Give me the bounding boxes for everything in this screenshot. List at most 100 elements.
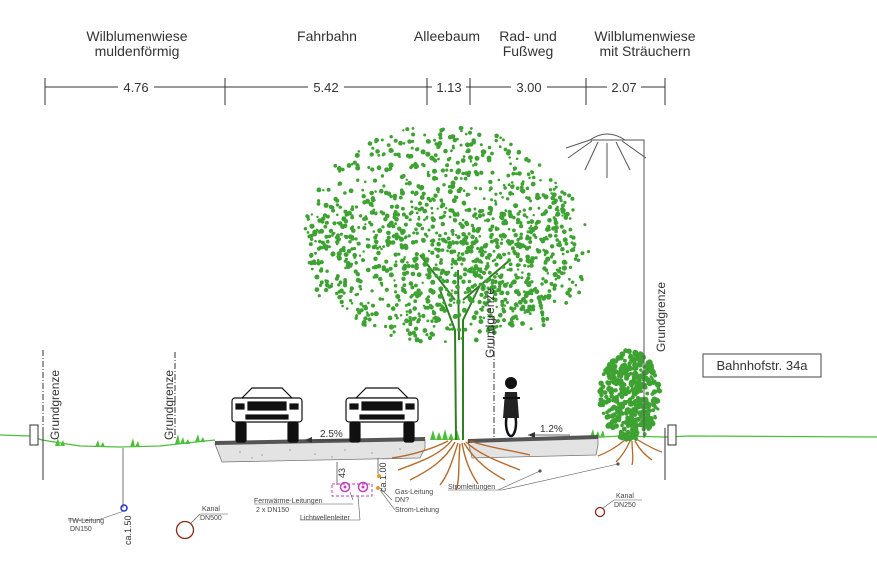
foliage-dot bbox=[393, 325, 397, 328]
strom-label: Strom-Leitung bbox=[395, 507, 439, 514]
foliage-dot bbox=[451, 198, 457, 204]
foliage-dot bbox=[509, 306, 514, 311]
foliage-dot bbox=[357, 226, 361, 229]
foliage-dot bbox=[551, 226, 556, 231]
foliage-dot bbox=[549, 244, 555, 249]
foliage-dot bbox=[492, 285, 497, 290]
foliage-dot bbox=[387, 240, 393, 245]
foliage-dot bbox=[405, 127, 410, 132]
foliage-dot bbox=[461, 307, 467, 313]
foliage-dot bbox=[388, 162, 394, 168]
foliage-dot bbox=[453, 260, 457, 265]
foliage-dot bbox=[456, 188, 462, 194]
zone-1-title: Wilblumenwiese bbox=[86, 28, 187, 44]
foliage-dot bbox=[342, 245, 346, 250]
foliage-dot bbox=[362, 200, 367, 205]
foliage-dot bbox=[308, 242, 313, 247]
foliage-dot bbox=[336, 233, 340, 238]
foliage-dot bbox=[364, 180, 367, 184]
foliage-dot bbox=[467, 193, 471, 196]
foliage-dot bbox=[416, 288, 421, 293]
foliage-dot bbox=[478, 209, 483, 214]
foliage-dot bbox=[643, 415, 649, 420]
foliage-dot bbox=[417, 215, 421, 219]
foliage-dot bbox=[318, 239, 322, 244]
foliage-dot bbox=[490, 198, 494, 202]
foliage-dot bbox=[412, 306, 418, 311]
foliage-dot bbox=[551, 200, 556, 205]
foliage-dot bbox=[656, 399, 661, 404]
foliage-dot bbox=[470, 284, 475, 289]
foliage-dot bbox=[422, 304, 426, 307]
foliage-dot bbox=[358, 279, 363, 284]
foliage-dot bbox=[414, 252, 419, 257]
foliage-dot bbox=[502, 318, 506, 323]
foliage-dot bbox=[453, 290, 458, 295]
foliage-dot bbox=[410, 264, 415, 269]
foliage-dot bbox=[456, 235, 461, 240]
foliage-dot bbox=[509, 142, 513, 147]
foliage-dot bbox=[321, 216, 326, 221]
foliage-dot bbox=[619, 352, 625, 357]
foliage-dot bbox=[531, 175, 536, 180]
foliage-dot bbox=[498, 145, 502, 149]
road-section bbox=[214, 437, 426, 463]
foliage-dot bbox=[544, 268, 549, 273]
foliage-dot bbox=[541, 323, 546, 328]
foliage-dot bbox=[650, 397, 658, 404]
foliage-dot bbox=[580, 277, 584, 282]
foliage-dot bbox=[375, 149, 380, 154]
foliage-dot bbox=[469, 322, 473, 326]
foliage-dot bbox=[605, 380, 610, 385]
foliage-dot bbox=[392, 330, 396, 334]
foliage-dot bbox=[511, 184, 515, 188]
foliage-dot bbox=[437, 190, 440, 194]
foliage-dot bbox=[455, 285, 460, 290]
foliage-dot bbox=[473, 162, 478, 167]
foliage-dot bbox=[440, 268, 445, 274]
foliage-dot bbox=[546, 272, 550, 275]
fw-label-2: 2 x DN150 bbox=[256, 507, 289, 514]
foliage-dot bbox=[530, 181, 536, 187]
foliage-dot bbox=[440, 202, 446, 208]
foliage-dot bbox=[395, 316, 399, 320]
foliage-dot bbox=[530, 170, 534, 174]
foliage-dot bbox=[408, 212, 412, 216]
foliage-dot bbox=[494, 202, 498, 206]
foliage-dot bbox=[380, 174, 385, 178]
foliage-dot bbox=[600, 384, 606, 389]
zone-3-title: Alleebaum bbox=[414, 28, 480, 44]
foliage-dot bbox=[635, 409, 639, 413]
foliage-dot bbox=[511, 315, 516, 320]
foliage-dot bbox=[402, 263, 408, 269]
foliage-dot bbox=[370, 167, 375, 172]
foliage-dot bbox=[470, 234, 475, 239]
foliage-dot bbox=[526, 309, 530, 313]
foliage-dot bbox=[506, 301, 509, 304]
foliage-dot bbox=[604, 400, 609, 405]
foliage-dot bbox=[371, 204, 374, 208]
foliage-dot bbox=[602, 390, 608, 395]
foliage-dot bbox=[347, 210, 352, 216]
tree-foliage bbox=[303, 126, 591, 344]
foliage-dot bbox=[424, 257, 430, 262]
foliage-dot bbox=[520, 188, 526, 194]
foliage-dot bbox=[511, 309, 515, 313]
foliage-dot bbox=[305, 214, 309, 218]
foliage-dot bbox=[477, 299, 482, 305]
foliage-dot bbox=[322, 189, 325, 192]
foliage-dot bbox=[344, 266, 347, 270]
foliage-dot bbox=[532, 213, 535, 217]
foliage-dot bbox=[488, 179, 493, 185]
foliage-dot bbox=[534, 235, 538, 239]
foliage-dot bbox=[554, 185, 558, 189]
foliage-dot bbox=[378, 297, 382, 301]
foliage-dot bbox=[371, 266, 375, 270]
foliage-dot bbox=[338, 205, 342, 209]
foliage-dot bbox=[568, 277, 571, 281]
foliage-dot bbox=[405, 178, 408, 181]
foliage-dot bbox=[408, 218, 412, 222]
foliage-dot bbox=[523, 293, 529, 299]
foliage-dot bbox=[467, 279, 472, 284]
